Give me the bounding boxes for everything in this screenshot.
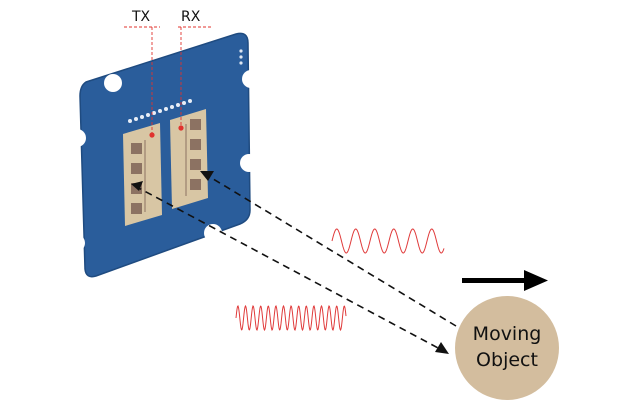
moving-object-label-line1: Moving [473, 323, 542, 345]
mount-hole [68, 129, 86, 147]
echo-path [209, 176, 457, 327]
echo-path-arrowhead [200, 171, 214, 181]
rx-label-group: RX [178, 9, 211, 131]
tx-marker-dot [149, 132, 155, 138]
mount-hole [104, 74, 122, 92]
mount-hole [67, 234, 85, 252]
mount-hole [240, 154, 258, 172]
via-row [128, 99, 192, 123]
transmit-path-arrowhead [435, 342, 449, 354]
transmit-path [134, 185, 441, 350]
tx-antenna [123, 123, 162, 226]
reflected-wave [331, 228, 445, 254]
moving-object: Moving Object [455, 296, 559, 400]
rx-leader-line [178, 26, 211, 128]
transmitted-wave [235, 304, 347, 332]
tx-label-group: TX [124, 9, 160, 138]
corner-pins [239, 49, 243, 65]
board-body [79, 32, 251, 278]
tx-label: TX [131, 9, 151, 25]
moving-object-circle [455, 296, 559, 400]
rx-marker-dot [178, 125, 184, 131]
sensor-board [67, 32, 260, 278]
signal-paths [131, 171, 457, 354]
tx-leader-line [124, 26, 160, 135]
rx-label: RX [181, 9, 201, 25]
mount-hole [204, 224, 222, 242]
moving-object-label-line2: Object [476, 349, 538, 371]
mount-hole [242, 70, 260, 88]
rx-antenna [170, 109, 208, 209]
tx-origin-arrowhead [131, 181, 143, 191]
arrow-right-icon [462, 270, 548, 291]
